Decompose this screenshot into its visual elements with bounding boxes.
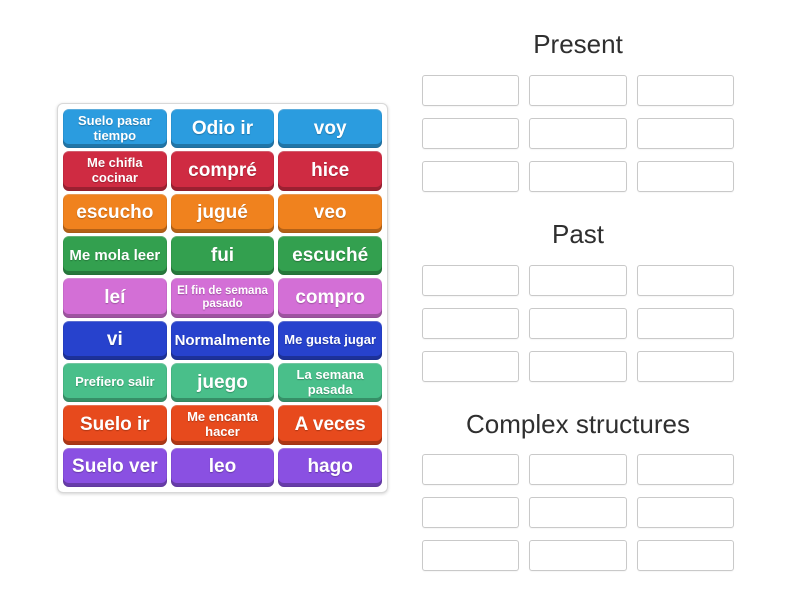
word-tile[interactable]: El fin de semana pasado — [170, 278, 275, 318]
drop-slot[interactable] — [529, 540, 627, 572]
drop-slot[interactable] — [529, 117, 627, 149]
drop-slot[interactable] — [636, 454, 734, 486]
drop-slot[interactable] — [422, 497, 520, 529]
drop-slot[interactable] — [636, 264, 734, 296]
word-tile[interactable]: hice — [278, 151, 382, 191]
tile-board: Suelo pasar tiempo Odio ir voy Me chifla… — [57, 103, 388, 493]
word-tile[interactable]: juego — [170, 362, 275, 403]
word-tile[interactable]: Me encanta hacer — [170, 405, 275, 445]
drop-slot[interactable] — [636, 307, 734, 339]
word-tile[interactable]: Suelo pasar tiempo — [63, 109, 167, 149]
word-tile-label: fui — [210, 244, 235, 266]
word-tile[interactable]: Me chifla cocinar — [63, 151, 167, 191]
word-tile-label: Me mola leer — [69, 247, 161, 265]
drop-slot[interactable] — [529, 307, 627, 339]
word-tile-label: El fin de semana pasado — [177, 284, 268, 310]
group-past: Past — [422, 218, 734, 382]
drop-slot[interactable] — [422, 350, 520, 382]
drop-slot[interactable] — [636, 160, 734, 192]
word-tile-label: leo — [208, 456, 237, 478]
drop-slot[interactable] — [422, 454, 520, 486]
word-tile[interactable]: leí — [63, 278, 167, 318]
word-tile[interactable]: La semana pasada — [278, 362, 382, 403]
drop-slot[interactable] — [422, 264, 520, 296]
word-tile[interactable]: hago — [278, 447, 382, 487]
drop-slot[interactable] — [636, 350, 734, 382]
group-slots — [422, 74, 734, 192]
word-tile-label: vi — [106, 329, 123, 351]
word-tile[interactable]: fui — [170, 235, 275, 276]
word-tile-label: escuché — [292, 244, 369, 266]
groups-panel: Present Past Complex structures — [422, 28, 734, 597]
word-tile[interactable]: Prefiero salir — [63, 362, 167, 403]
word-tile-label: Suelo ver — [72, 456, 158, 478]
word-tile-label: Suelo ir — [79, 414, 150, 436]
word-tile[interactable]: Normalmente — [170, 320, 275, 360]
drop-slot[interactable] — [422, 160, 520, 192]
word-tile[interactable]: veo — [278, 193, 382, 233]
word-tile[interactable]: Odio ir — [170, 109, 275, 149]
word-tile-label: veo — [313, 202, 347, 224]
drop-slot[interactable] — [636, 497, 734, 529]
drop-slot[interactable] — [422, 307, 520, 339]
word-tile[interactable]: leo — [170, 447, 275, 487]
word-tile-label: Odio ir — [191, 117, 254, 139]
drop-slot[interactable] — [529, 74, 627, 106]
word-tile[interactable]: escuché — [278, 235, 382, 276]
drop-slot[interactable] — [529, 454, 627, 486]
group-present: Present — [422, 28, 734, 192]
word-tile-label: escucho — [76, 202, 154, 224]
word-tile-label: hago — [307, 456, 353, 478]
word-tile[interactable]: escucho — [63, 193, 167, 233]
word-tile-label: Me encanta hacer — [187, 409, 258, 439]
word-tile[interactable]: voy — [278, 109, 382, 149]
drop-slot[interactable] — [529, 264, 627, 296]
word-tile-label: compré — [188, 160, 257, 182]
drop-slot[interactable] — [422, 74, 520, 106]
word-tile-label: Me gusta jugar — [284, 331, 377, 347]
word-tile-label: La semana pasada — [296, 366, 364, 397]
drop-slot[interactable] — [636, 540, 734, 572]
drop-slot[interactable] — [422, 540, 520, 572]
word-tile[interactable]: Me gusta jugar — [278, 320, 382, 360]
word-tile-label: Me chifla cocinar — [87, 155, 143, 185]
word-tile-label: leí — [104, 287, 126, 309]
word-tile[interactable]: compré — [170, 151, 275, 191]
word-tile[interactable]: vi — [63, 320, 167, 360]
word-tile[interactable]: Me mola leer — [63, 235, 167, 276]
group-complex-structures: Complex structures — [422, 408, 734, 572]
word-tile-label: hice — [311, 160, 350, 182]
group-title: Present — [533, 29, 623, 59]
word-tile[interactable]: A veces — [278, 405, 382, 445]
word-tile-label: A veces — [294, 414, 366, 436]
drop-slot[interactable] — [529, 497, 627, 529]
word-tile[interactable]: Suelo ir — [63, 405, 167, 445]
group-title: Past — [551, 218, 605, 249]
word-tile-label: voy — [313, 117, 347, 139]
word-tile[interactable]: compro — [278, 278, 382, 318]
word-tile[interactable]: Suelo ver — [63, 447, 167, 487]
word-tile-label: Suelo pasar tiempo — [77, 112, 152, 143]
word-tile-label: juego — [197, 371, 248, 393]
group-title: Complex structures — [466, 408, 690, 439]
word-tile-label: Prefiero salir — [75, 374, 155, 390]
word-tile-label: Normalmente — [174, 331, 271, 349]
drop-slot[interactable] — [529, 160, 627, 192]
group-slots — [422, 454, 734, 572]
drop-slot[interactable] — [422, 117, 520, 149]
drop-slot[interactable] — [636, 74, 734, 106]
word-tile-label: compro — [295, 287, 365, 309]
drop-slot[interactable] — [529, 350, 627, 382]
drop-slot[interactable] — [636, 117, 734, 149]
word-tile-label: jugué — [197, 202, 248, 224]
word-tile[interactable]: jugué — [170, 193, 275, 233]
group-slots — [422, 264, 734, 382]
